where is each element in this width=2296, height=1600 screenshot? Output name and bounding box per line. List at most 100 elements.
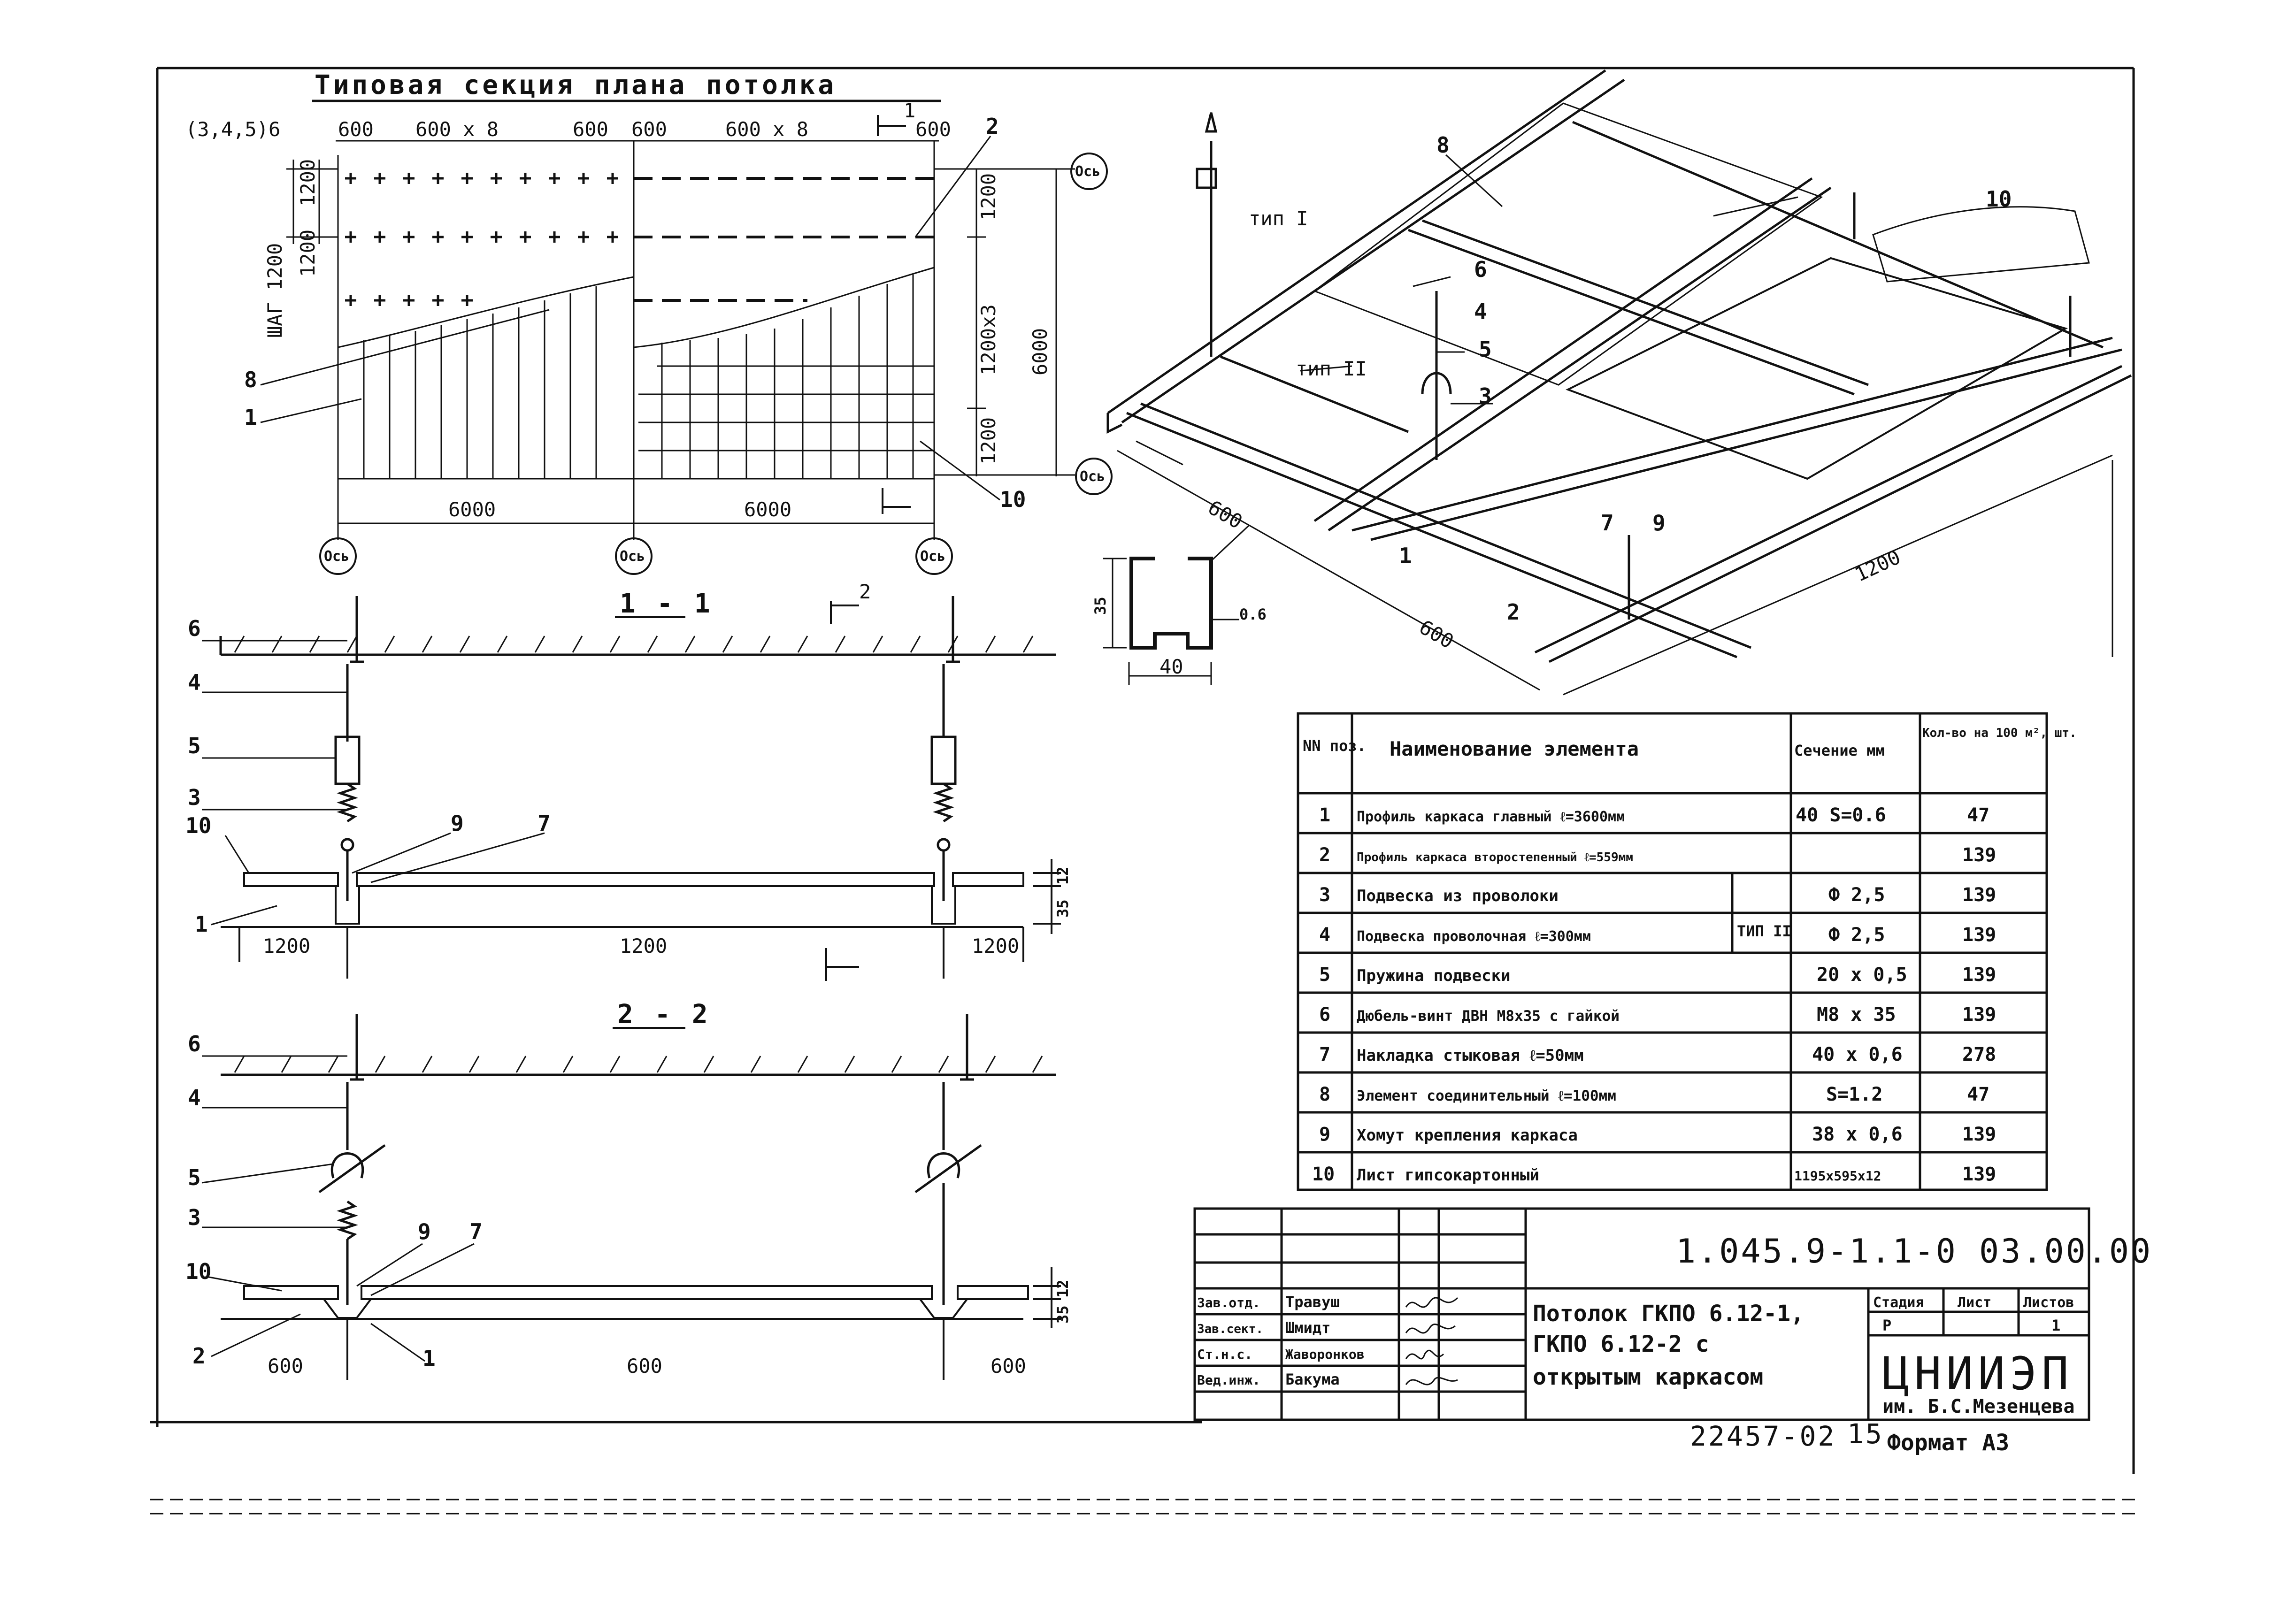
description-line-1: Потолок ГКПО 6.12-1, bbox=[1533, 1301, 1804, 1327]
drawing-code: 1.045.9-1.1-0 03.00.00 bbox=[1676, 1232, 2152, 1271]
iso-label-9: 9 bbox=[1652, 510, 1666, 536]
description-line-2: ГКПО 6.12-2 с bbox=[1533, 1331, 1709, 1357]
header-section: Сечение мм bbox=[1794, 742, 1885, 759]
hanger-1-right bbox=[930, 596, 960, 901]
sheet-header: Лист bbox=[1958, 1294, 1991, 1311]
title-block: 1.045.9-1.1-0 03.00.00 Зав.отд. Травуш З… bbox=[1193, 1207, 2152, 1456]
s1-callout-10: 10 bbox=[185, 813, 211, 838]
s2-height-1: 12 bbox=[1054, 1279, 1072, 1298]
svg-text:Ф 2,5: Ф 2,5 bbox=[1828, 924, 1885, 946]
callout-1: 1 bbox=[244, 405, 257, 430]
stage-value: Р bbox=[1882, 1317, 1891, 1334]
section-1-marker: 2 bbox=[859, 580, 871, 603]
dim-top-6: 600 bbox=[915, 118, 951, 141]
svg-text:1195x595x12: 1195x595x12 bbox=[1794, 1168, 1881, 1184]
svg-text:139: 139 bbox=[1962, 1004, 1996, 1026]
boards-1 bbox=[221, 859, 1061, 979]
svg-text:20 x 0,5: 20 x 0,5 bbox=[1817, 964, 1907, 986]
section-mark-label: 1 bbox=[904, 99, 915, 122]
plan-top-dimensions: 600 600 x 8 600 600 600 x 8 600 bbox=[336, 118, 951, 142]
s1-callout-6: 6 bbox=[188, 616, 201, 641]
archive-number: 22457-02 bbox=[1690, 1420, 1836, 1452]
s1-callout-7: 7 bbox=[538, 811, 551, 836]
svg-text:4: 4 bbox=[1319, 924, 1330, 946]
s1-dim-2: 1200 bbox=[620, 934, 667, 957]
svg-text:Ось: Ось bbox=[1080, 468, 1105, 485]
axis-bubble-top-right: Ось bbox=[1070, 153, 1108, 190]
header-name: Наименование элемента bbox=[1390, 737, 1639, 760]
svg-text:Ось: Ось bbox=[324, 548, 349, 565]
svg-text:Профиль каркаса главный ℓ=3600: Профиль каркаса главный ℓ=3600мм bbox=[1357, 809, 1625, 825]
iso-label-1: 1 bbox=[1399, 543, 1412, 568]
section-cut-mark-bottom bbox=[882, 488, 911, 514]
archive-page: 15 bbox=[1847, 1418, 1884, 1450]
svg-text:38 x 0,6: 38 x 0,6 bbox=[1812, 1124, 1903, 1145]
spec-table: NN поз. Наименование элемента Сечение мм… bbox=[1297, 712, 2077, 1191]
svg-text:Бакума: Бакума bbox=[1285, 1370, 1340, 1388]
iso-label-6: 6 bbox=[1474, 257, 1487, 282]
s2-callout-9: 9 bbox=[418, 1219, 431, 1244]
sheet-format: Формат А3 bbox=[1887, 1430, 2009, 1456]
svg-text:6: 6 bbox=[1319, 1004, 1330, 1026]
s2-dim-1: 600 bbox=[268, 1355, 303, 1378]
iso-dim-600-b: 600 bbox=[1415, 615, 1458, 653]
s2-callout-10: 10 bbox=[185, 1259, 211, 1284]
s2-callout-6: 6 bbox=[188, 1031, 201, 1056]
svg-text:2: 2 bbox=[1319, 844, 1330, 866]
svg-text:Подвеска проволочная ℓ=300мм: Подвеска проволочная ℓ=300мм bbox=[1357, 928, 1591, 945]
svg-text:9: 9 bbox=[1319, 1124, 1330, 1145]
signatures bbox=[1405, 1297, 1459, 1386]
stage-header: Стадия bbox=[1873, 1294, 1924, 1311]
s2-callout-7: 7 bbox=[469, 1219, 483, 1244]
s2-callout-3: 3 bbox=[188, 1205, 201, 1230]
spec-row-5: 5 Пружина подвески 20 x 0,5 139 bbox=[1319, 964, 1996, 986]
dim-right-2: 1200x3 bbox=[977, 304, 1000, 375]
axis-bubble-right: Ось bbox=[915, 523, 953, 575]
s1-dim-3: 1200 bbox=[972, 934, 1019, 957]
s2-callout-4: 4 bbox=[188, 1085, 201, 1110]
s2-dim-2: 600 bbox=[627, 1355, 662, 1378]
svg-text:Шмидт: Шмидт bbox=[1285, 1319, 1330, 1337]
ceiling-plan: Типовая секция плана потолка (3,4,5)6 60… bbox=[185, 70, 1113, 575]
leaders-1 bbox=[202, 640, 545, 926]
svg-text:139: 139 bbox=[1962, 844, 1996, 866]
plan-title: Типовая секция плана потолка bbox=[315, 70, 837, 100]
dim-overall-right: 6000 bbox=[1029, 328, 1052, 375]
sheets-header: Листов bbox=[2023, 1294, 2074, 1311]
svg-text:139: 139 bbox=[1962, 924, 1996, 946]
spec-row-7: 7 Накладка стыковая ℓ=50мм 40 x 0,6 278 bbox=[1319, 1044, 1996, 1065]
svg-text:Лист гипсокартонный: Лист гипсокартонный bbox=[1357, 1166, 1539, 1185]
iso-label-8: 8 bbox=[1436, 132, 1450, 158]
section-2-title: 2 - 2 bbox=[617, 999, 711, 1030]
dim-top-5: 600 x 8 bbox=[725, 118, 808, 141]
row-label: (3,4,5)6 bbox=[185, 118, 280, 141]
s1-height-2: 35 bbox=[1054, 899, 1072, 918]
staff-row-2: Зав.сект. Шмидт bbox=[1197, 1319, 1330, 1337]
axis-bubble-left: Ось bbox=[319, 523, 357, 575]
svg-text:Хомут крепления каркаса: Хомут крепления каркаса bbox=[1357, 1126, 1578, 1145]
svg-text:40 S=0.6: 40 S=0.6 bbox=[1796, 804, 1886, 826]
svg-text:139: 139 bbox=[1962, 1164, 1996, 1185]
iso-label-4: 4 bbox=[1474, 299, 1487, 324]
section-2-2: 2 - 2 bbox=[185, 999, 1072, 1380]
svg-text:Накладка стыковая ℓ=50мм: Накладка стыковая ℓ=50мм bbox=[1357, 1046, 1584, 1065]
s2-callout-1: 1 bbox=[422, 1346, 436, 1371]
organization: ЦНИИЭП bbox=[1882, 1347, 2073, 1400]
slab-2 bbox=[221, 1056, 1056, 1076]
callout-10: 10 bbox=[1000, 487, 1026, 512]
svg-text:Профиль каркаса второстепенный: Профиль каркаса второстепенный ℓ=559мм bbox=[1357, 850, 1633, 865]
dim-top-2: 600 x 8 bbox=[415, 118, 499, 141]
iso-label-5: 5 bbox=[1479, 337, 1492, 362]
spec-row-8: 8 Элемент соединительный ℓ=100мм S=1.2 4… bbox=[1319, 1084, 1989, 1105]
spec-row-9: 9 Хомут крепления каркаса 38 x 0,6 139 bbox=[1319, 1124, 1996, 1145]
hanger-2-left bbox=[318, 1014, 386, 1305]
svg-text:10: 10 bbox=[1312, 1164, 1335, 1185]
staff-row-3: Ст.н.с. Жаворонков bbox=[1197, 1347, 1365, 1362]
plan-body bbox=[260, 136, 1075, 540]
svg-text:Ст.н.с.: Ст.н.с. bbox=[1197, 1347, 1252, 1362]
s2-height-2: 35 bbox=[1054, 1305, 1072, 1324]
svg-text:Ось: Ось bbox=[620, 548, 645, 565]
profile-height: 35 bbox=[1091, 597, 1109, 615]
svg-text:Подвеска из проволоки: Подвеска из проволоки bbox=[1357, 887, 1559, 905]
svg-text:Пружина подвески: Пружина подвески bbox=[1357, 966, 1511, 985]
